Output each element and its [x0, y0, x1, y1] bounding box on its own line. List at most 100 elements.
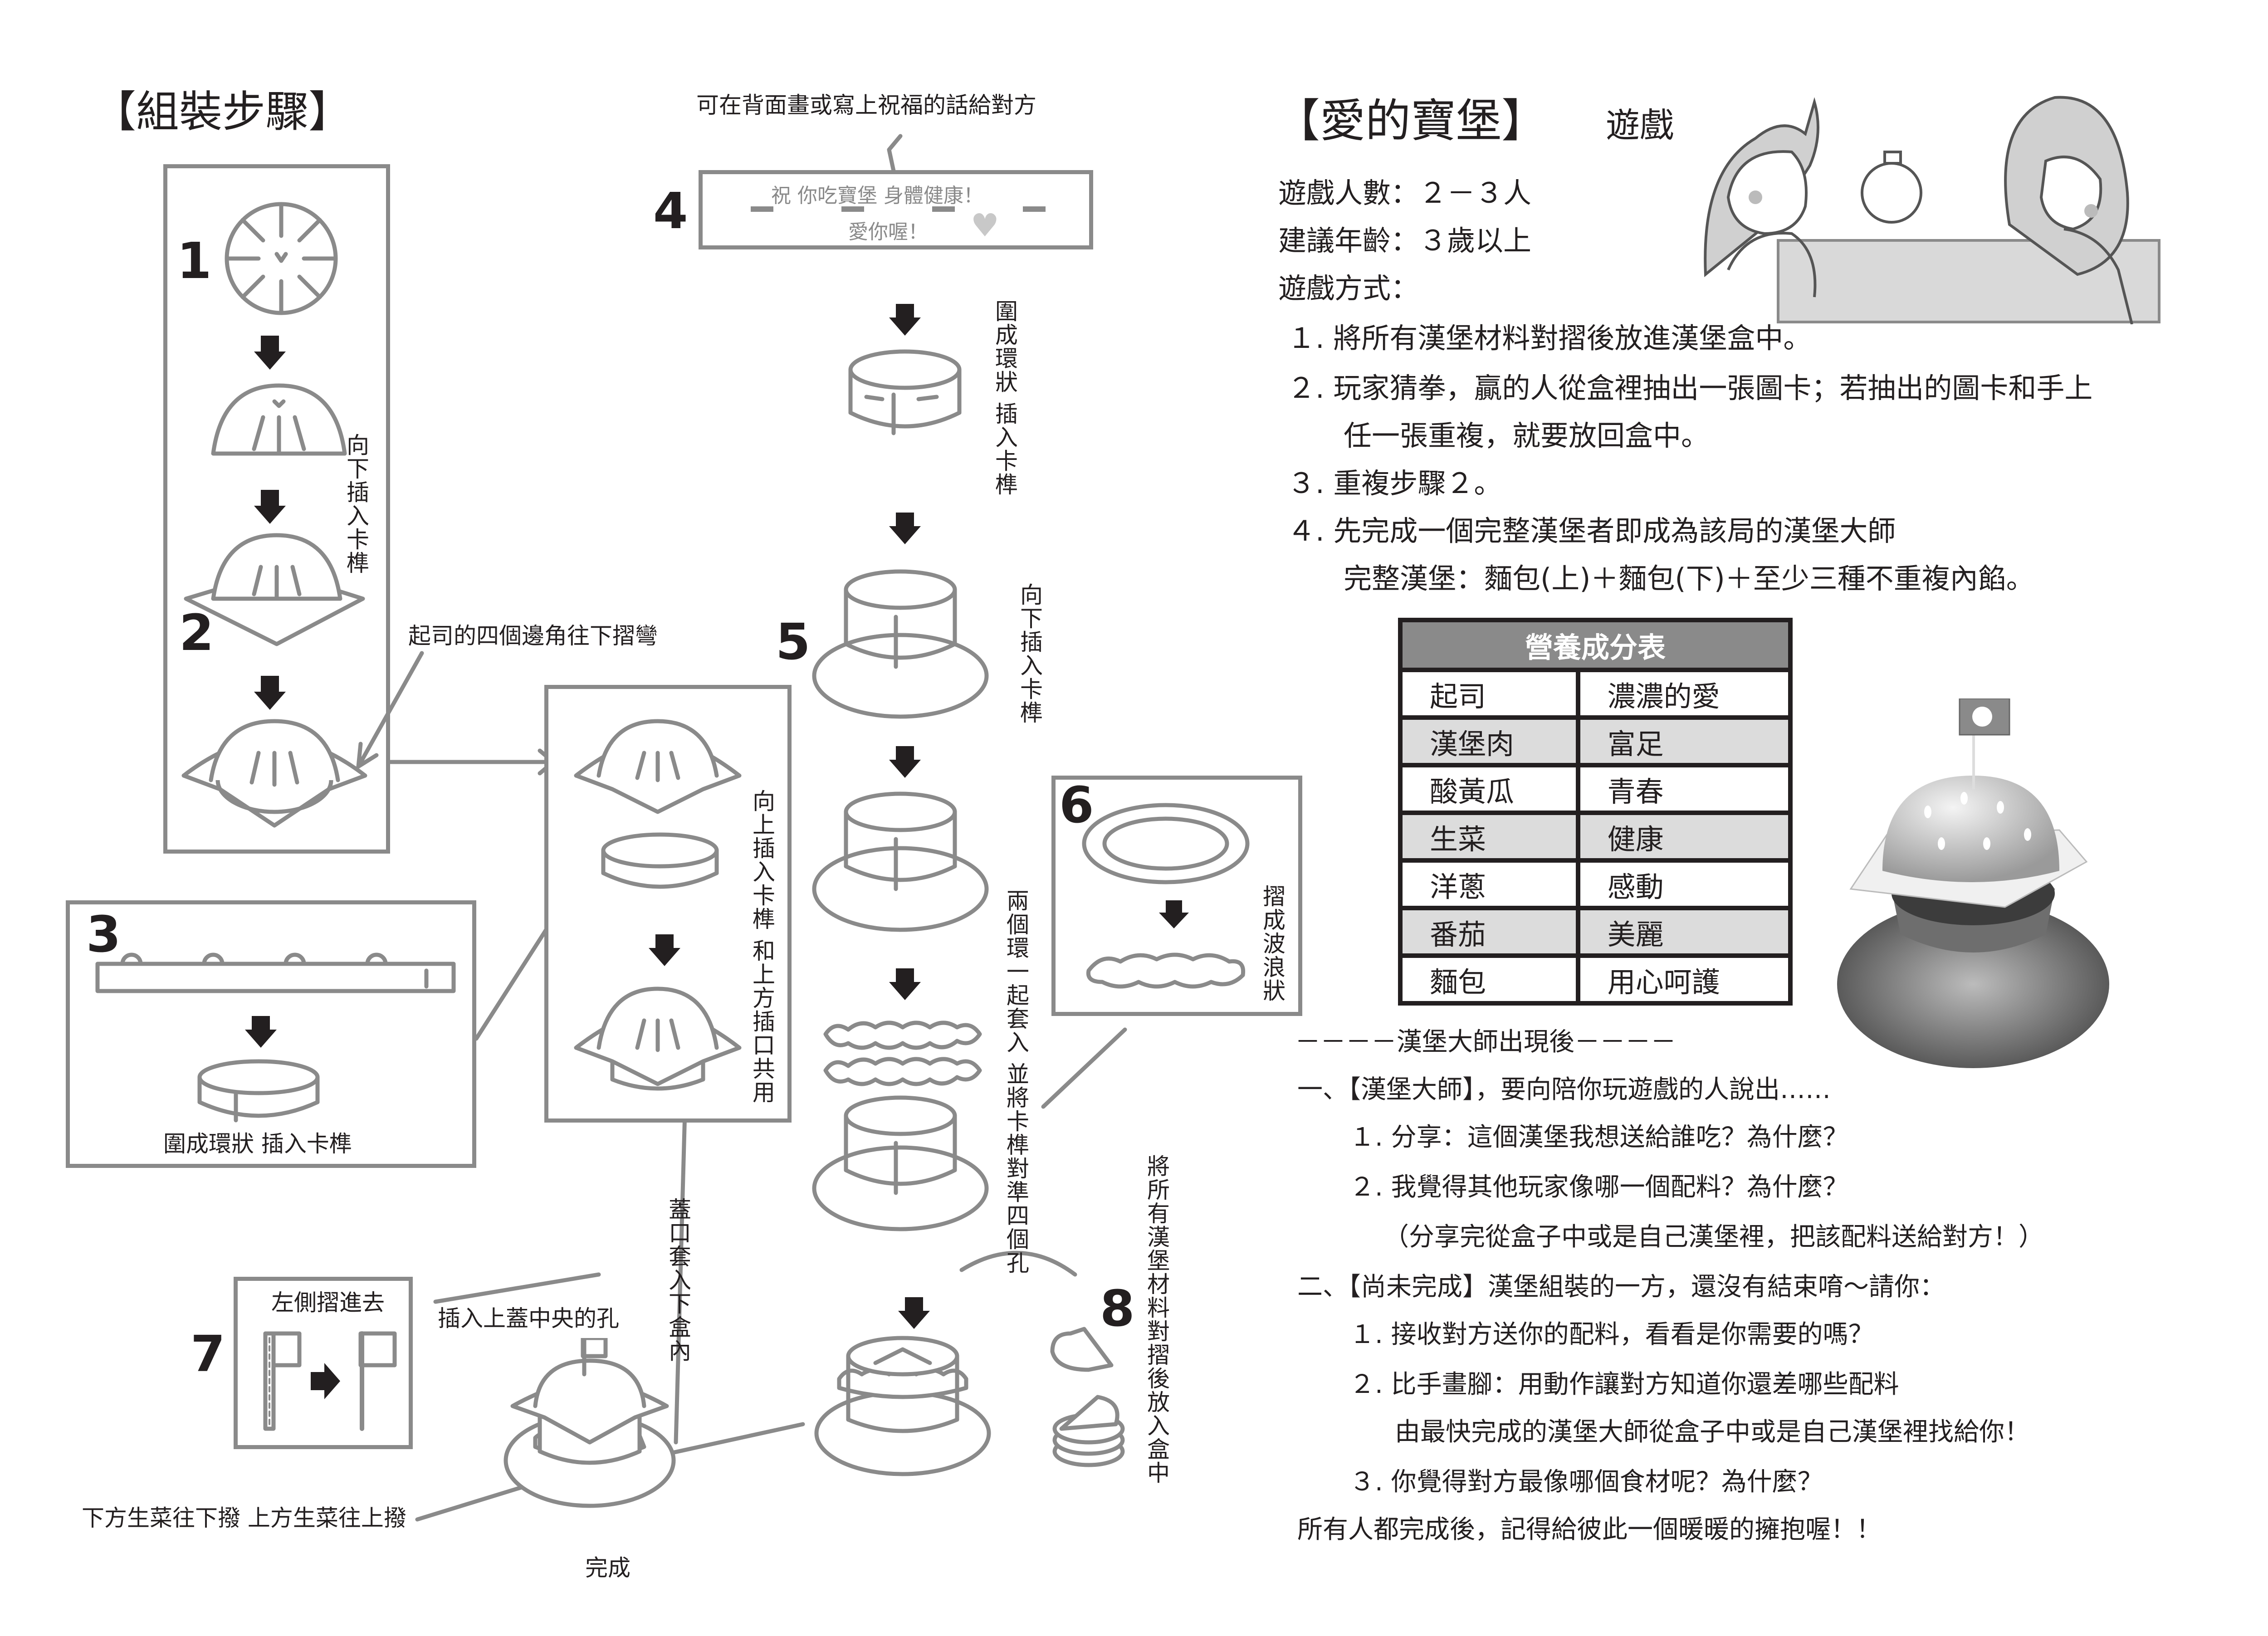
- rule-1: １. 將所有漢堡材料對摺後放進漢堡盒中。: [1287, 322, 1812, 355]
- table-row: 番茄美麗: [1398, 906, 1793, 958]
- step7-note: 插入上蓋中央的孔: [438, 1305, 619, 1332]
- step5-note: 向下插入卡榫: [1017, 583, 1043, 724]
- table-row: 起司濃濃的愛: [1398, 668, 1793, 720]
- step6-lettuce-wavy-illustration: [1086, 952, 1246, 989]
- top-cap-assembled-illustration: [574, 986, 742, 1091]
- table-cell-item: 漢堡肉: [1398, 715, 1580, 767]
- arrow-down-icon-head: [889, 982, 921, 1000]
- table-cell-meaning: 感動: [1575, 858, 1793, 910]
- step5-ring-on-base-illustration: [812, 569, 989, 719]
- step-number-3: 3: [86, 905, 121, 963]
- rule-4-cont: 完整漢堡：麵包(上)＋麵包(下)＋至少三種不重複內餡。: [1287, 562, 2034, 595]
- step2-folded-cheese-illustration: [181, 719, 367, 828]
- table-row: 麵包用心呵護: [1398, 953, 1793, 1006]
- base-with-ring-illustration-2: [812, 1095, 989, 1231]
- top-cap-ring-illustration: [601, 832, 719, 889]
- table-cell-meaning: 富足: [1575, 715, 1793, 767]
- step6-note: 摺成波浪狀: [1259, 884, 1286, 1002]
- arrow-down-icon-head: [254, 506, 286, 524]
- rule-2-cont: 任一張重複，就要放回盒中。: [1287, 419, 1710, 452]
- step7-flag-fold-illustration: [263, 1331, 397, 1431]
- after-line-3: ２. 我覺得其他玩家像哪一個配料？為什麼？: [1349, 1172, 1848, 1202]
- step-number-4: 4: [653, 182, 688, 240]
- step2-bun-on-cheese-illustration: [184, 533, 365, 646]
- heart-icon: ♥: [971, 207, 999, 244]
- ring-note: 圍成環狀 插入卡榫: [992, 299, 1018, 496]
- arrow-down-icon-head: [245, 1030, 277, 1048]
- arrow-down-icon: [1166, 900, 1182, 914]
- table-cell-meaning: 美麗: [1575, 906, 1793, 958]
- table-cell-meaning: 青春: [1575, 763, 1793, 815]
- step-number-6: 6: [1059, 776, 1094, 834]
- table-cell-item: 洋蔥: [1398, 858, 1580, 910]
- method-label: 遊戲方式：: [1278, 272, 1419, 305]
- players-info: 遊戲人數：２－３人: [1278, 176, 1532, 210]
- step1-bun-flat-illustration: [225, 202, 338, 315]
- table-row: 酸黃瓜青春: [1398, 763, 1793, 815]
- done-label: 完成: [585, 1555, 631, 1581]
- arrow-down-icon-head: [649, 948, 680, 966]
- card-slot: [932, 206, 955, 212]
- after-line-8: 由最快完成的漢堡大師從盒子中或是自己漢堡裡找給你！: [1395, 1417, 2030, 1447]
- step2-note: 起司的四個邊角往下摺彎: [408, 623, 658, 649]
- step-number-5: 5: [776, 613, 811, 671]
- arrow-down-icon-head: [898, 1311, 930, 1329]
- base-with-ring-illustration: [812, 791, 989, 932]
- step-number-7: 7: [191, 1325, 225, 1383]
- lid-note: 蓋口套入下盒內: [665, 1197, 691, 1363]
- nutrition-table-header: 營養成分表: [1398, 618, 1793, 672]
- step8-folded-ingredients-illustration: [1050, 1327, 1125, 1467]
- lettuce-rings-illustration: [823, 1021, 982, 1086]
- step3-strip-illustration: [95, 952, 456, 993]
- table-cell-item: 生菜: [1398, 811, 1580, 863]
- after-line-7: ２. 比手畫腳：用動作讓對方知道你還差哪些配料: [1349, 1370, 1899, 1399]
- step-number-8: 8: [1100, 1279, 1135, 1338]
- after-line-4: （分享完從盒子中或是自己漢堡裡，把該配料送給對方！）: [1383, 1222, 2044, 1252]
- arrow-down-icon: [896, 968, 914, 984]
- top-cap-bun-illustration: [574, 719, 742, 814]
- table-cell-meaning: 用心呵護: [1575, 953, 1793, 1006]
- arrow-down-icon: [905, 1297, 923, 1313]
- after-line-10: 所有人都完成後，記得給彼此一個暖暖的擁抱喔！！: [1297, 1515, 1882, 1544]
- arrow-down-icon: [261, 676, 279, 694]
- table-row: 生菜健康: [1398, 811, 1793, 863]
- after-line-9: ３. 你覺得對方最像哪個食材呢？為什麼？: [1349, 1467, 1823, 1497]
- step-number-2: 2: [179, 604, 214, 662]
- arrow-down-icon: [896, 746, 914, 762]
- arrow-down-icon-head: [1159, 913, 1189, 928]
- step3-ring-illustration: [197, 1059, 320, 1123]
- nutrition-table: 營養成分表 起司濃濃的愛 漢堡肉富足 酸黃瓜青春 生菜健康 洋蔥感動 番茄美麗 …: [1398, 618, 1793, 1006]
- ring-illustration: [848, 349, 962, 435]
- arrow-down-icon-head: [889, 317, 921, 336]
- card-slot: [751, 206, 773, 212]
- card-slot: [841, 206, 864, 212]
- arrow-down-icon-head: [889, 526, 921, 544]
- arrow-down-icon: [261, 336, 279, 354]
- arrow-down-icon: [896, 513, 914, 528]
- arrow-down-icon: [896, 304, 914, 320]
- step7-box-label: 左側摺進去: [271, 1289, 385, 1316]
- table-cell-item: 麵包: [1398, 953, 1580, 1006]
- card-slot: [1023, 206, 1046, 212]
- table-cell-item: 番茄: [1398, 906, 1580, 958]
- top-cap-note: 向上插入卡榫 和上方插口共用: [749, 789, 775, 1104]
- step6-lettuce-flat-illustration: [1082, 803, 1250, 884]
- step3-note: 圍成環狀 插入卡榫: [163, 1131, 352, 1157]
- after-line-1: 一、【漢堡大師】，要向陪你玩遊戲的人說出……: [1297, 1075, 1831, 1104]
- step-number-1: 1: [177, 232, 212, 290]
- rule-2: ２. 玩家猜拳，贏的人從盒裡抽出一張圖卡；若抽出的圖卡和手上: [1287, 371, 2093, 405]
- step4-note: 可在背面畫或寫上祝福的話給對方: [696, 92, 1036, 118]
- step4-card-line2: 愛你喔！: [848, 220, 928, 244]
- bottom-box-filled-illustration: [814, 1336, 991, 1476]
- arrow-down-icon-head: [254, 352, 286, 370]
- after-line-2: １. 分享：這個漢堡我想送給誰吃？為什麼？: [1349, 1123, 1848, 1152]
- table-row: 漢堡肉富足: [1398, 715, 1793, 767]
- burger-photo: [1837, 698, 2109, 1068]
- arrow-down-icon-head: [254, 692, 286, 710]
- table-cell-meaning: 濃濃的愛: [1575, 668, 1793, 720]
- table-cell-meaning: 健康: [1575, 811, 1793, 863]
- arrow-down-icon: [261, 490, 279, 508]
- table-cell-item: 酸黃瓜: [1398, 763, 1580, 815]
- table-row: 洋蔥感動: [1398, 858, 1793, 910]
- game-title: 【愛的寶堡】: [1275, 94, 1547, 147]
